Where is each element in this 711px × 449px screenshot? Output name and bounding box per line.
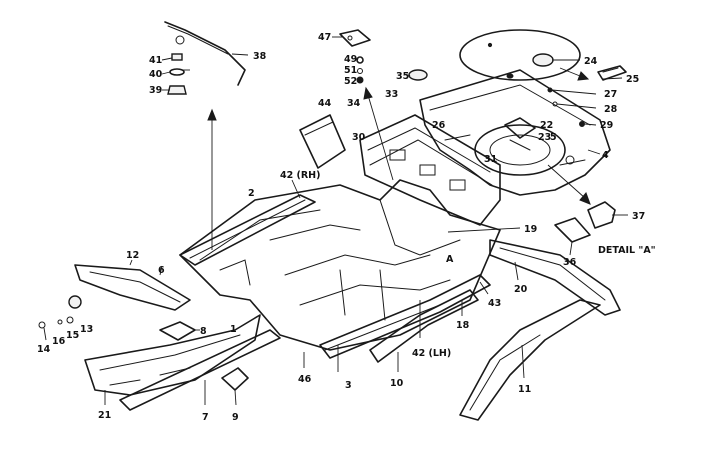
callout-38: 38 xyxy=(253,51,267,62)
bracket-8 xyxy=(159,321,196,341)
side-sill-7 xyxy=(119,329,281,411)
callout-18: 18 xyxy=(456,320,470,331)
callout-9: 9 xyxy=(232,412,239,423)
callout-1: 1 xyxy=(230,324,237,335)
callout-6: 6 xyxy=(158,265,165,276)
spare-tire-cover xyxy=(459,29,581,81)
callout-21: 21 xyxy=(98,410,111,421)
callout-3: 3 xyxy=(345,380,352,391)
callout-22: 22 xyxy=(540,120,553,131)
rear-frame-20 xyxy=(489,239,621,316)
front-side-member xyxy=(179,194,316,266)
callout-11: 11 xyxy=(518,384,531,395)
callout-29: 29 xyxy=(600,120,613,131)
bracket-44 xyxy=(299,114,346,169)
callout-A: A xyxy=(446,254,454,265)
callout-12: 12 xyxy=(126,250,139,261)
callout-42-lh: 42 (LH) xyxy=(412,348,451,359)
callout-35: 35 xyxy=(396,71,409,82)
callout-8: 8 xyxy=(200,326,207,337)
callout-4: 4 xyxy=(602,150,609,161)
callout-43: 43 xyxy=(488,298,501,309)
rear-side-member-11 xyxy=(459,299,601,421)
callout-7: 7 xyxy=(202,412,209,423)
callout-46: 46 xyxy=(298,374,312,385)
callout-23: 23 xyxy=(538,132,551,143)
callout-13: 13 xyxy=(80,324,93,335)
callout-2: 2 xyxy=(248,188,255,199)
reference-arrows xyxy=(207,67,591,250)
callout-33: 33 xyxy=(385,89,398,100)
callout-25: 25 xyxy=(626,74,639,85)
callout-28: 28 xyxy=(604,104,618,115)
bracket-36 xyxy=(554,217,591,243)
detail-a-label: DETAIL "A" xyxy=(598,245,656,256)
callout-31: 31 xyxy=(484,154,497,165)
rear-seat-crossmember xyxy=(359,114,501,226)
callout-49: 49 xyxy=(344,54,357,65)
callout-36: 36 xyxy=(563,257,577,268)
callout-labels: 1 2 3 4 5 6 7 8 9 10 11 12 13 14 15 16 1… xyxy=(37,32,656,423)
callout-44: 44 xyxy=(318,98,332,109)
callout-20: 20 xyxy=(514,284,528,295)
callout-27: 27 xyxy=(604,89,617,100)
callout-41: 41 xyxy=(149,55,162,66)
callout-37: 37 xyxy=(632,211,645,222)
spare-tire-clamp xyxy=(597,65,627,81)
brake-line-38 xyxy=(164,21,246,86)
callout-19: 19 xyxy=(524,224,537,235)
callout-26: 26 xyxy=(432,120,446,131)
hardware-stack-39-41 xyxy=(167,53,187,95)
callout-5: 5 xyxy=(550,132,557,143)
leader-lines xyxy=(104,53,628,406)
jack-clamp-22-23 xyxy=(504,117,536,151)
washer-stack-49-52 xyxy=(356,56,364,84)
grommet-35 xyxy=(408,69,428,81)
bracket-47 xyxy=(339,29,371,47)
front-rail xyxy=(74,264,191,311)
callout-30: 30 xyxy=(352,132,366,143)
callout-34: 34 xyxy=(347,98,361,109)
callout-leaders xyxy=(43,36,597,341)
callout-15: 15 xyxy=(66,330,79,341)
callout-51: 51 xyxy=(344,65,357,76)
callout-16: 16 xyxy=(52,336,66,347)
callout-14: 14 xyxy=(37,344,51,355)
callout-10: 10 xyxy=(390,378,404,389)
rear-floor-pan xyxy=(419,69,611,196)
callout-47: 47 xyxy=(318,32,331,43)
floor-rail-lh xyxy=(319,274,491,359)
callout-42-rh: 42 (RH) xyxy=(280,170,320,181)
callout-24: 24 xyxy=(584,56,598,67)
bracket-9 xyxy=(221,367,249,391)
callout-39: 39 xyxy=(149,85,162,96)
callout-40: 40 xyxy=(149,69,163,80)
callout-52: 52 xyxy=(344,76,357,87)
bracket-37 xyxy=(587,201,616,229)
main-floor-panel xyxy=(179,179,501,351)
fastener-set-13 xyxy=(38,295,82,329)
